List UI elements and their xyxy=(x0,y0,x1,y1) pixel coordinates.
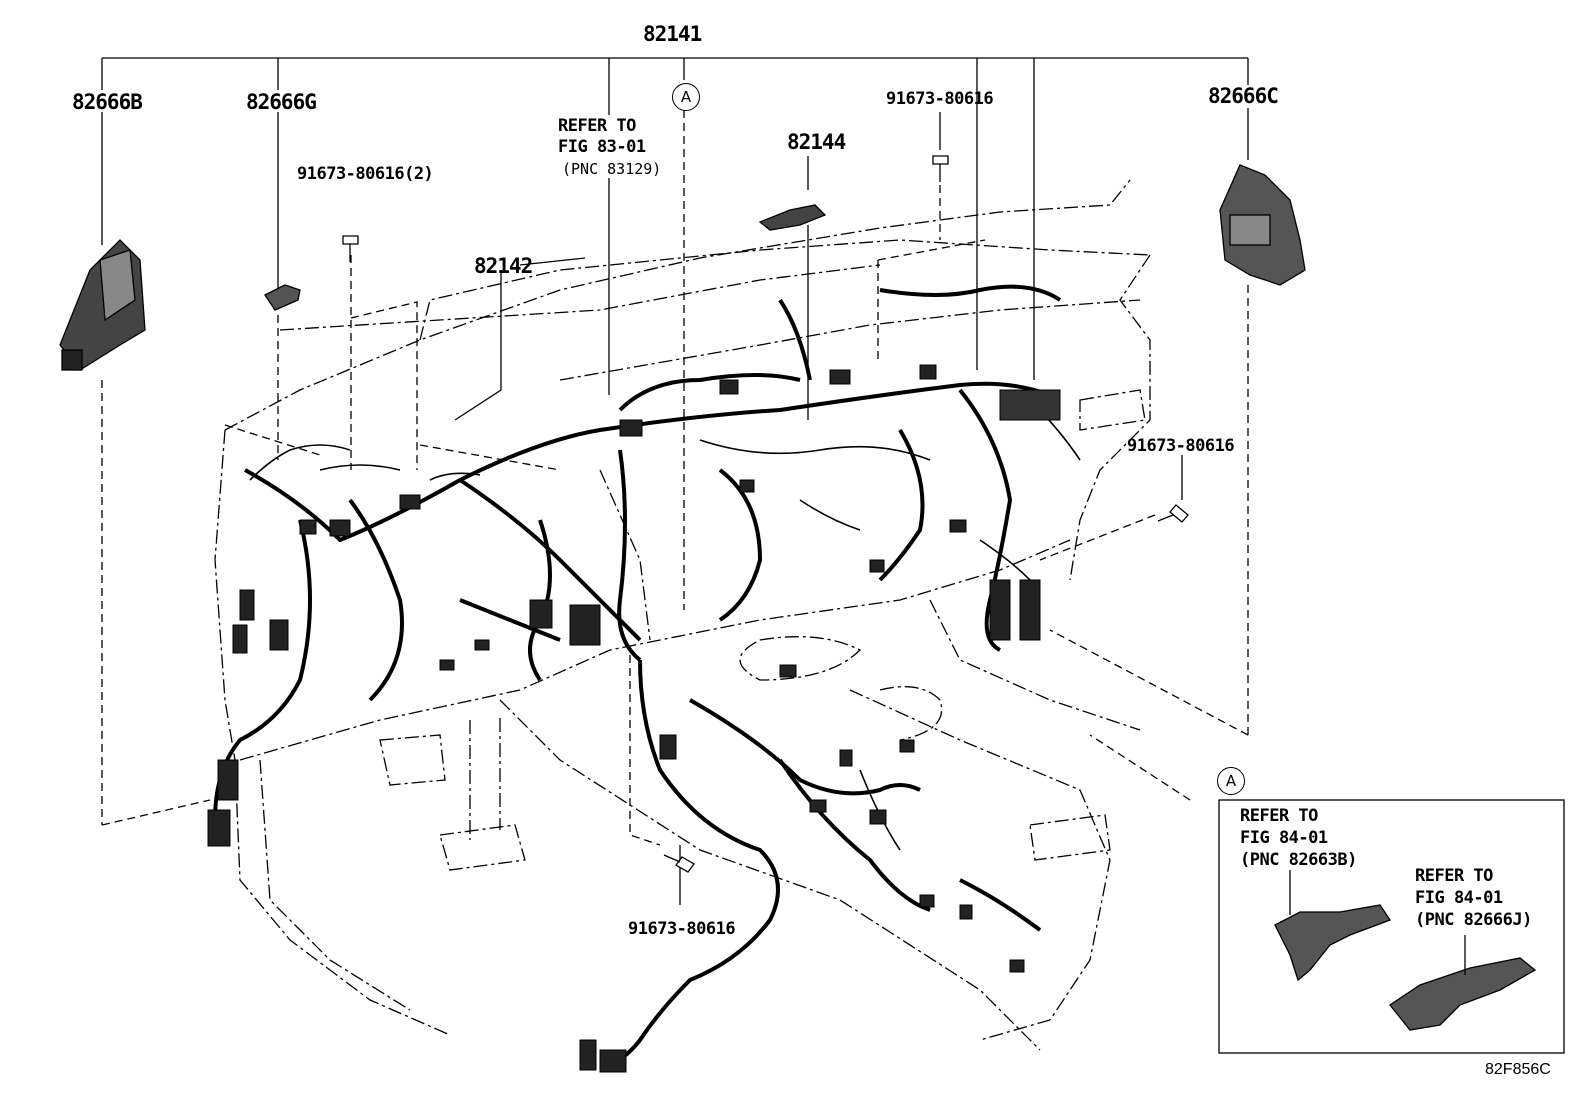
ref-main-line1: REFER TO xyxy=(558,116,636,136)
ref-main-line3: (PNC 83129) xyxy=(562,160,662,178)
callout-82144: 82144 xyxy=(787,130,846,154)
wire-harness-thin xyxy=(249,399,1081,851)
part-82666C-junction-block xyxy=(1219,164,1306,286)
callout-82141: 82141 xyxy=(643,22,702,46)
part-82144-connector xyxy=(758,204,827,231)
bolt-bottom-icon xyxy=(663,854,695,873)
callout-bolt-right: 91673-80616 xyxy=(1127,436,1235,456)
part-82666B-junction-block xyxy=(59,239,146,371)
ref-main-line2: FIG 83-01 xyxy=(558,137,646,157)
connectors xyxy=(207,364,1061,1073)
callout-82666G: 82666G xyxy=(246,90,317,114)
detail-ref1-line3: (PNC 82663B) xyxy=(1240,850,1357,870)
detail-ref2-line1: REFER TO xyxy=(1415,866,1493,886)
wire-harness xyxy=(213,284,1062,1072)
marker-a: A xyxy=(672,83,700,111)
part-82666J-connector xyxy=(1389,957,1537,1031)
dashed-guides xyxy=(101,110,1249,846)
dashboard-outline xyxy=(214,179,1151,1051)
bolt-top-icon xyxy=(932,155,949,182)
leader-lines xyxy=(101,108,1249,905)
part-82666G-fuse xyxy=(264,284,301,311)
detail-marker-a: A xyxy=(1217,767,1245,795)
bolt-left-icon xyxy=(342,235,359,262)
bolt-right-icon xyxy=(1157,504,1189,523)
callout-82666B: 82666B xyxy=(72,90,143,114)
callout-82666C: 82666C xyxy=(1208,84,1279,108)
callout-bolt-left: 91673-80616(2) xyxy=(297,164,434,184)
callout-bolt-bottom: 91673-80616 xyxy=(628,919,736,939)
harness-leader-bracket xyxy=(101,57,1249,380)
figure-code: 82F856C xyxy=(1485,1061,1551,1078)
callout-82142: 82142 xyxy=(474,254,533,278)
detail-ref2-line2: FIG 84-01 xyxy=(1415,888,1503,908)
part-82663B-connector xyxy=(1274,904,1391,982)
detail-leaders xyxy=(1289,870,1466,975)
bolt-icons xyxy=(342,155,1189,873)
detail-ref1-line1: REFER TO xyxy=(1240,806,1318,826)
detail-ref2-line3: (PNC 82666J) xyxy=(1415,910,1532,930)
callout-bolt-top: 91673-80616 xyxy=(886,89,994,109)
detail-ref1-line2: FIG 84-01 xyxy=(1240,828,1328,848)
